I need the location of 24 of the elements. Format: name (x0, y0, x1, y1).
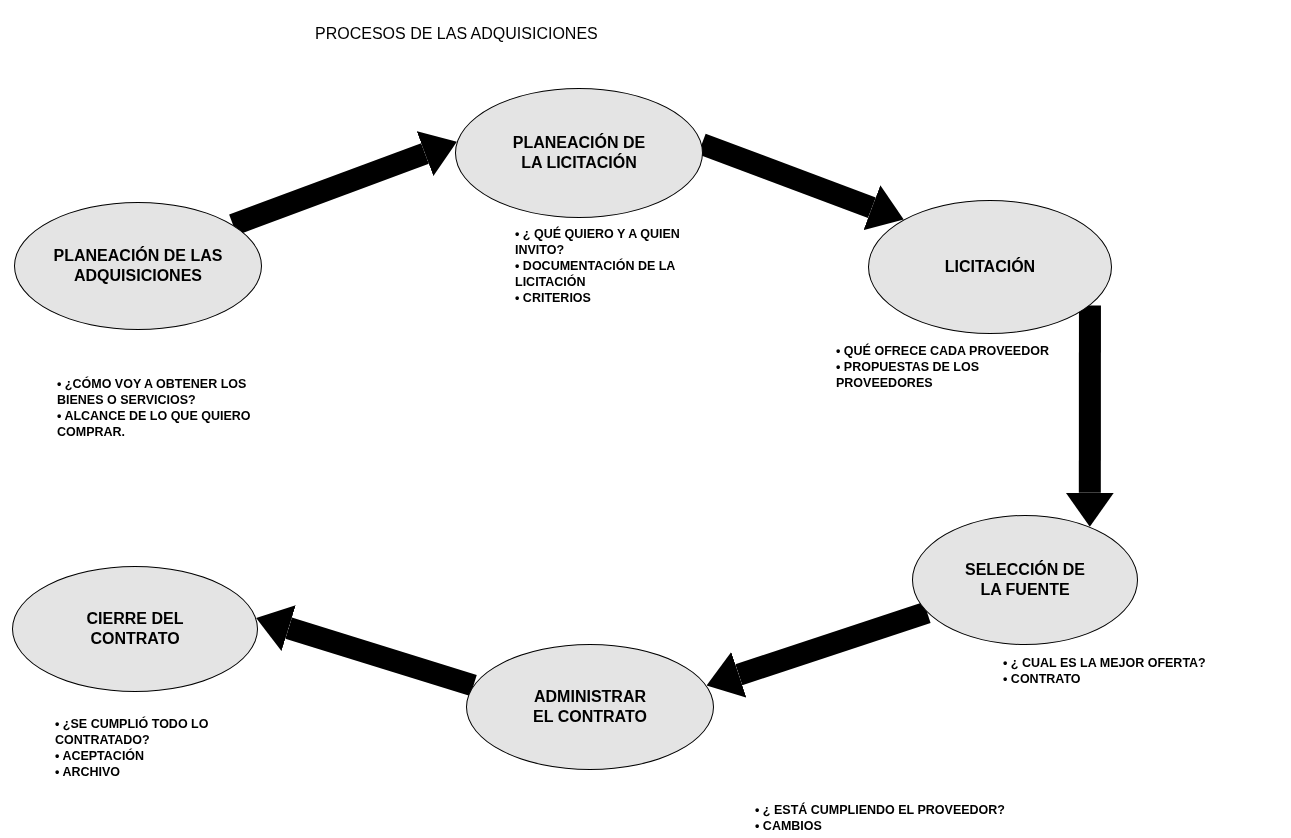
process-label: LICITACIÓN (944, 257, 1036, 277)
block-arrow (256, 605, 477, 696)
process-label: PLANEACIÓN DE LAS ADQUISICIONES (52, 246, 224, 286)
block-arrow (706, 602, 931, 698)
process-label: PLANEACIÓN DE LA LICITACIÓN (511, 133, 647, 173)
process-label: SELECCIÓN DE LA FUENTE (964, 560, 1086, 600)
bullet-note: • DOCUMENTACIÓN DE LA LICITACIÓN (515, 258, 676, 290)
process-label: ADMINISTRAR EL CONTRATO (532, 687, 648, 727)
process-label: CIERRE DEL CONTRATO (85, 609, 185, 649)
bullet-note: • ARCHIVO (55, 764, 122, 780)
block-arrow (1065, 305, 1114, 527)
bullet-note: • ALCANCE DE LO QUE QUIERO COMPRAR. (57, 408, 252, 440)
bullet-note: • ACEPTACIÓN (55, 748, 146, 764)
bullet-note: • CAMBIOS (755, 818, 823, 834)
bullet-note: • QUÉ OFRECE CADA PROVEEDOR (836, 343, 1050, 359)
bullet-note: • ¿CÓMO VOY A OBTENER LOS BIENES O SERVICIOS? (57, 376, 248, 408)
bullet-note: • ¿ QUÉ QUIERO Y A QUIEN INVITO? (515, 226, 681, 258)
bullet-note: • CRITERIOS (515, 290, 592, 306)
bullet-note: • ¿SE CUMPLIÓ TODO LO CONTRATADO? (55, 716, 210, 748)
bullet-note: • ¿ ESTÁ CUMPLIENDO EL PROVEEDOR? (755, 802, 1006, 818)
bullet-note: • CONTRATO (1003, 671, 1082, 687)
bullet-note: • PROPUESTAS DE LOS PROVEEDORES (836, 359, 981, 391)
diagram-title: PROCESOS DE LAS ADQUISICIONES (315, 24, 598, 44)
bullet-note: • ¿ CUAL ES LA MEJOR OFERTA? (1003, 655, 1207, 671)
